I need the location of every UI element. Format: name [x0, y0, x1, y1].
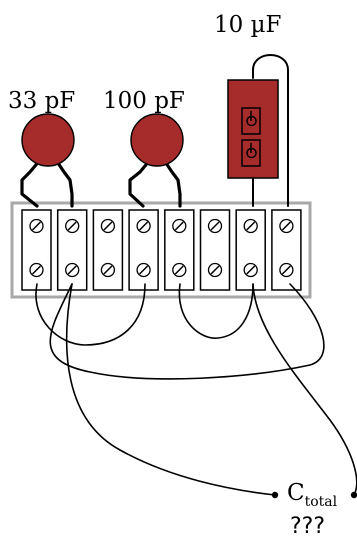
screw-slot	[174, 221, 184, 231]
screw-slot	[246, 221, 256, 231]
screw-slot	[174, 265, 184, 275]
screw-slot	[31, 221, 42, 231]
cap3-lead-left	[252, 54, 289, 207]
unknown-value-label: ???	[290, 514, 325, 538]
wire-t7-ctotal	[252, 283, 357, 496]
cap2-lead-right	[162, 158, 182, 208]
screw-slot	[103, 265, 113, 275]
ceramic-capacitor-icon	[130, 113, 184, 167]
ceramic-capacitor-icon	[21, 113, 75, 167]
capacitor-leads	[20, 54, 289, 208]
cap1-lead-left	[20, 158, 42, 208]
cap1-lead-right	[54, 158, 74, 208]
wire-t1-t4	[35, 283, 146, 346]
screw-slot	[210, 265, 220, 275]
wire-t2-t8	[49, 283, 325, 380]
cap3-label: 10 µF	[214, 12, 281, 38]
cap2-label: 100 pF	[103, 88, 185, 114]
connection-dot-icon	[350, 491, 357, 499]
screw-slot	[139, 221, 149, 231]
screw-slot	[103, 221, 113, 231]
screw-slot	[246, 265, 256, 275]
cap2-lead-left	[128, 158, 152, 208]
screw-slot	[67, 265, 77, 275]
cap1-label: 33 pF	[8, 88, 75, 114]
screw-slot	[210, 221, 220, 231]
screw-slot	[67, 221, 77, 231]
electrolytic-capacitor-icon	[227, 79, 279, 179]
wire-t2-ctotal	[65, 283, 276, 496]
ctotal-label: Ctotal	[287, 480, 338, 510]
screw-slot	[31, 265, 42, 275]
screw-slot	[281, 265, 291, 275]
screw-slot	[139, 265, 149, 275]
wire-t5-t7	[178, 283, 254, 339]
terminal-group	[21, 209, 302, 291]
screw-slot	[281, 221, 291, 231]
connection-dot-icon	[271, 491, 279, 499]
jumper-wires	[35, 283, 357, 496]
